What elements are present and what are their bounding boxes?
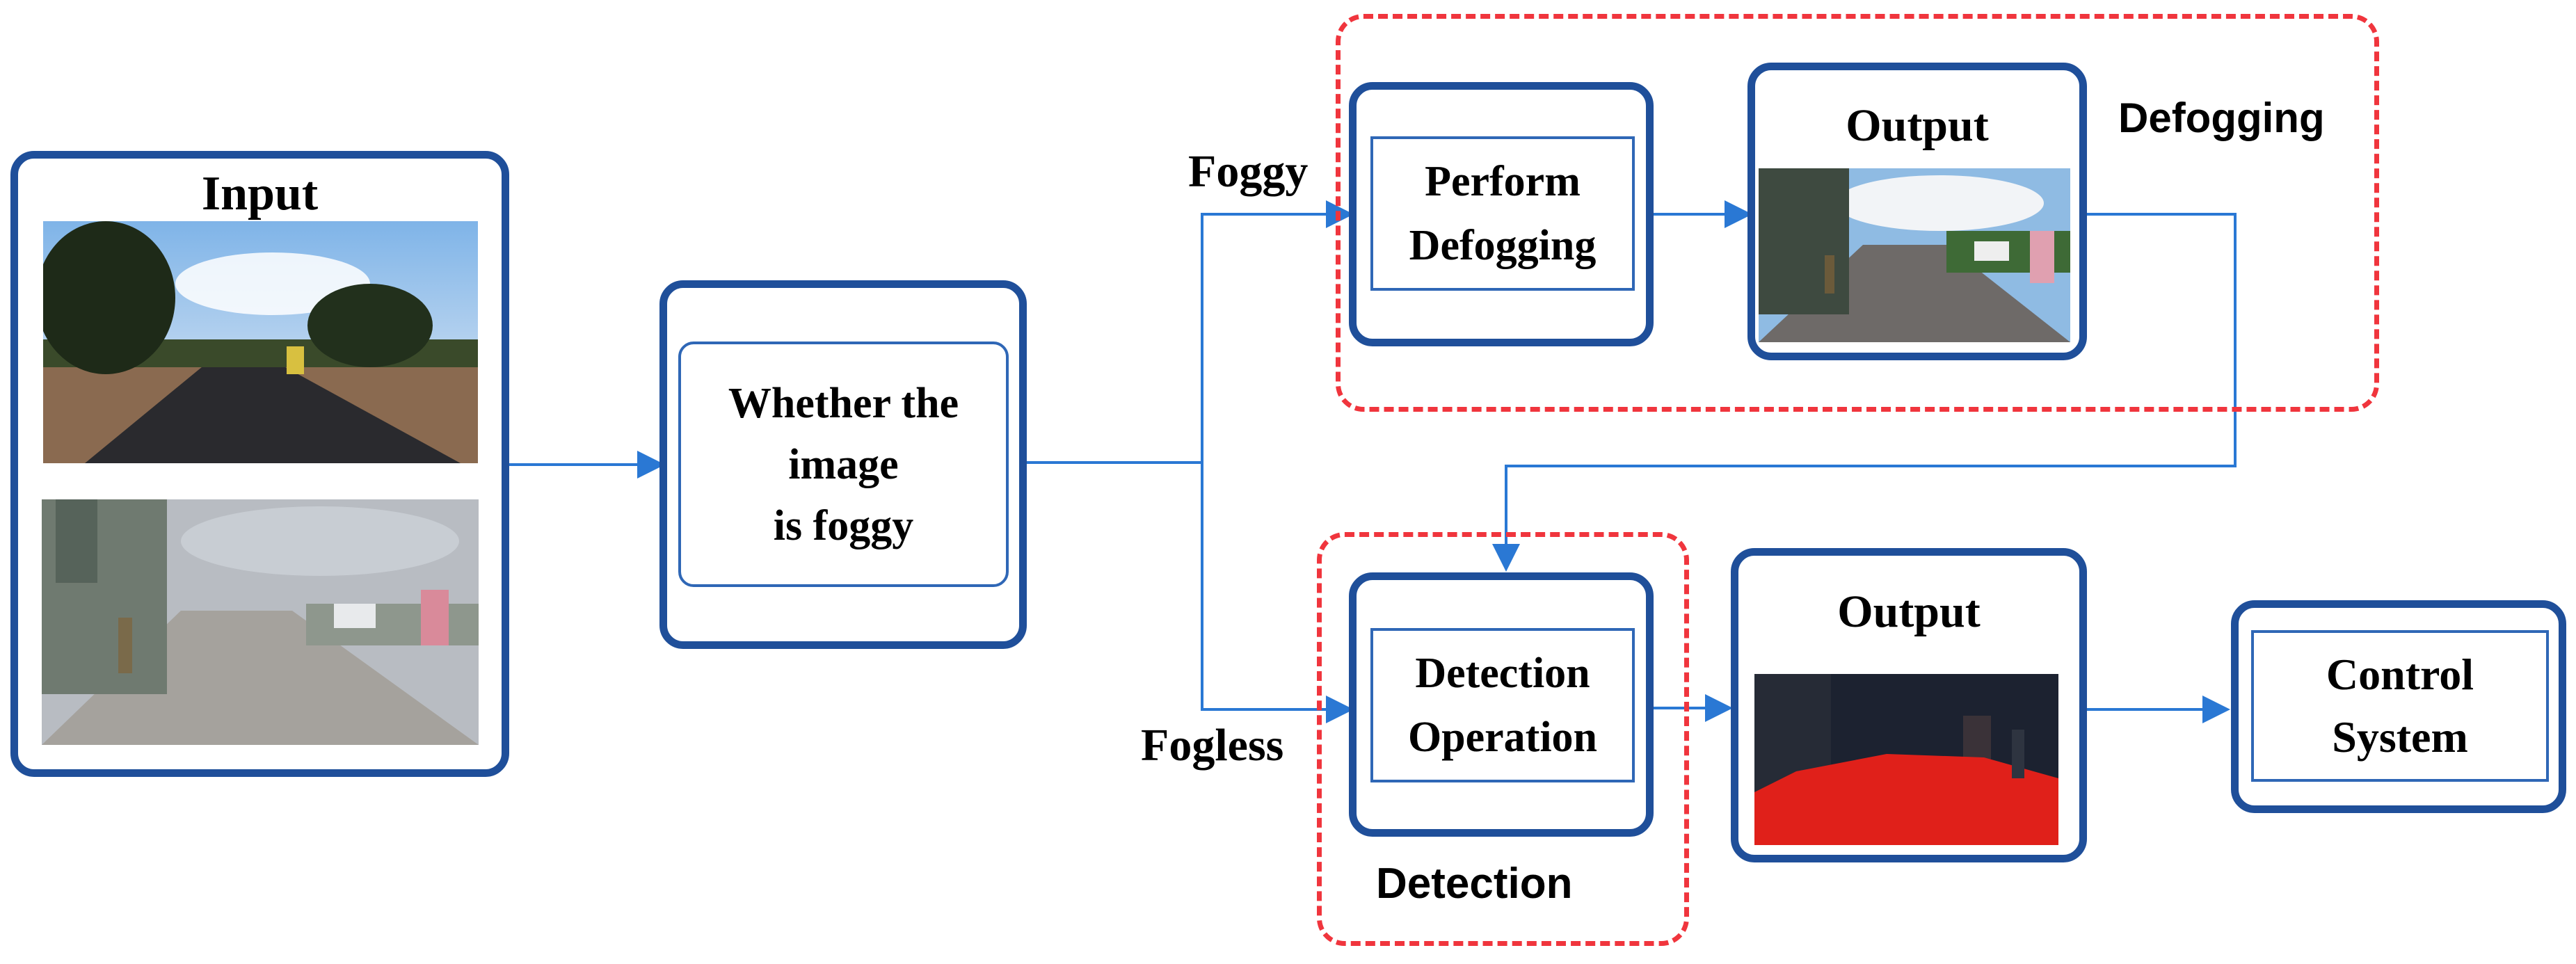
detection-operation-inner: Detection Operation [1370, 628, 1635, 782]
segmentation-output-image [1754, 674, 2058, 845]
control-system-line-1: Control [2326, 650, 2474, 699]
detection-group-frame [1317, 532, 1689, 946]
fogless-branch-label: Fogless [1141, 720, 1284, 771]
detection-group-label: Detection [1376, 860, 1573, 908]
arrow-fogless-branch [1201, 463, 1354, 723]
defogging-group-label: Defogging [2118, 95, 2325, 141]
arrow-output-to-detection [1492, 213, 2237, 572]
input-clear-road-image [43, 221, 478, 463]
detection-operation-box [1349, 572, 1654, 837]
defogging-group-frame [1336, 14, 2379, 412]
decision-inner: Whether the image is foggy [678, 342, 1009, 587]
control-system-box [2231, 600, 2566, 813]
decision-text-line-1: Whether the [728, 379, 959, 427]
defogged-output-title: Output [1846, 100, 1989, 151]
input-foggy-road-image [42, 499, 479, 745]
input-title: Input [201, 167, 319, 220]
arrow-foggy-branch [1201, 200, 1354, 463]
perform-defogging-box [1349, 82, 1654, 346]
decision-text-line-3: is foggy [773, 501, 914, 549]
defogged-road-image [1759, 168, 2070, 342]
control-system-line-2: System [2332, 712, 2468, 762]
perform-defogging-line-2: Defogging [1409, 222, 1597, 269]
detection-operation-line-1: Detection [1415, 650, 1590, 697]
perform-defogging-line-1: Perform [1425, 158, 1581, 205]
foggy-branch-label: Foggy [1188, 146, 1309, 197]
control-system-inner: Control System [2251, 630, 2549, 782]
perform-defogging-inner: Perform Defogging [1370, 136, 1635, 291]
decision-text-line-2: image [788, 440, 899, 488]
detection-output-title: Output [1837, 586, 1981, 637]
detection-operation-line-2: Operation [1407, 714, 1598, 761]
